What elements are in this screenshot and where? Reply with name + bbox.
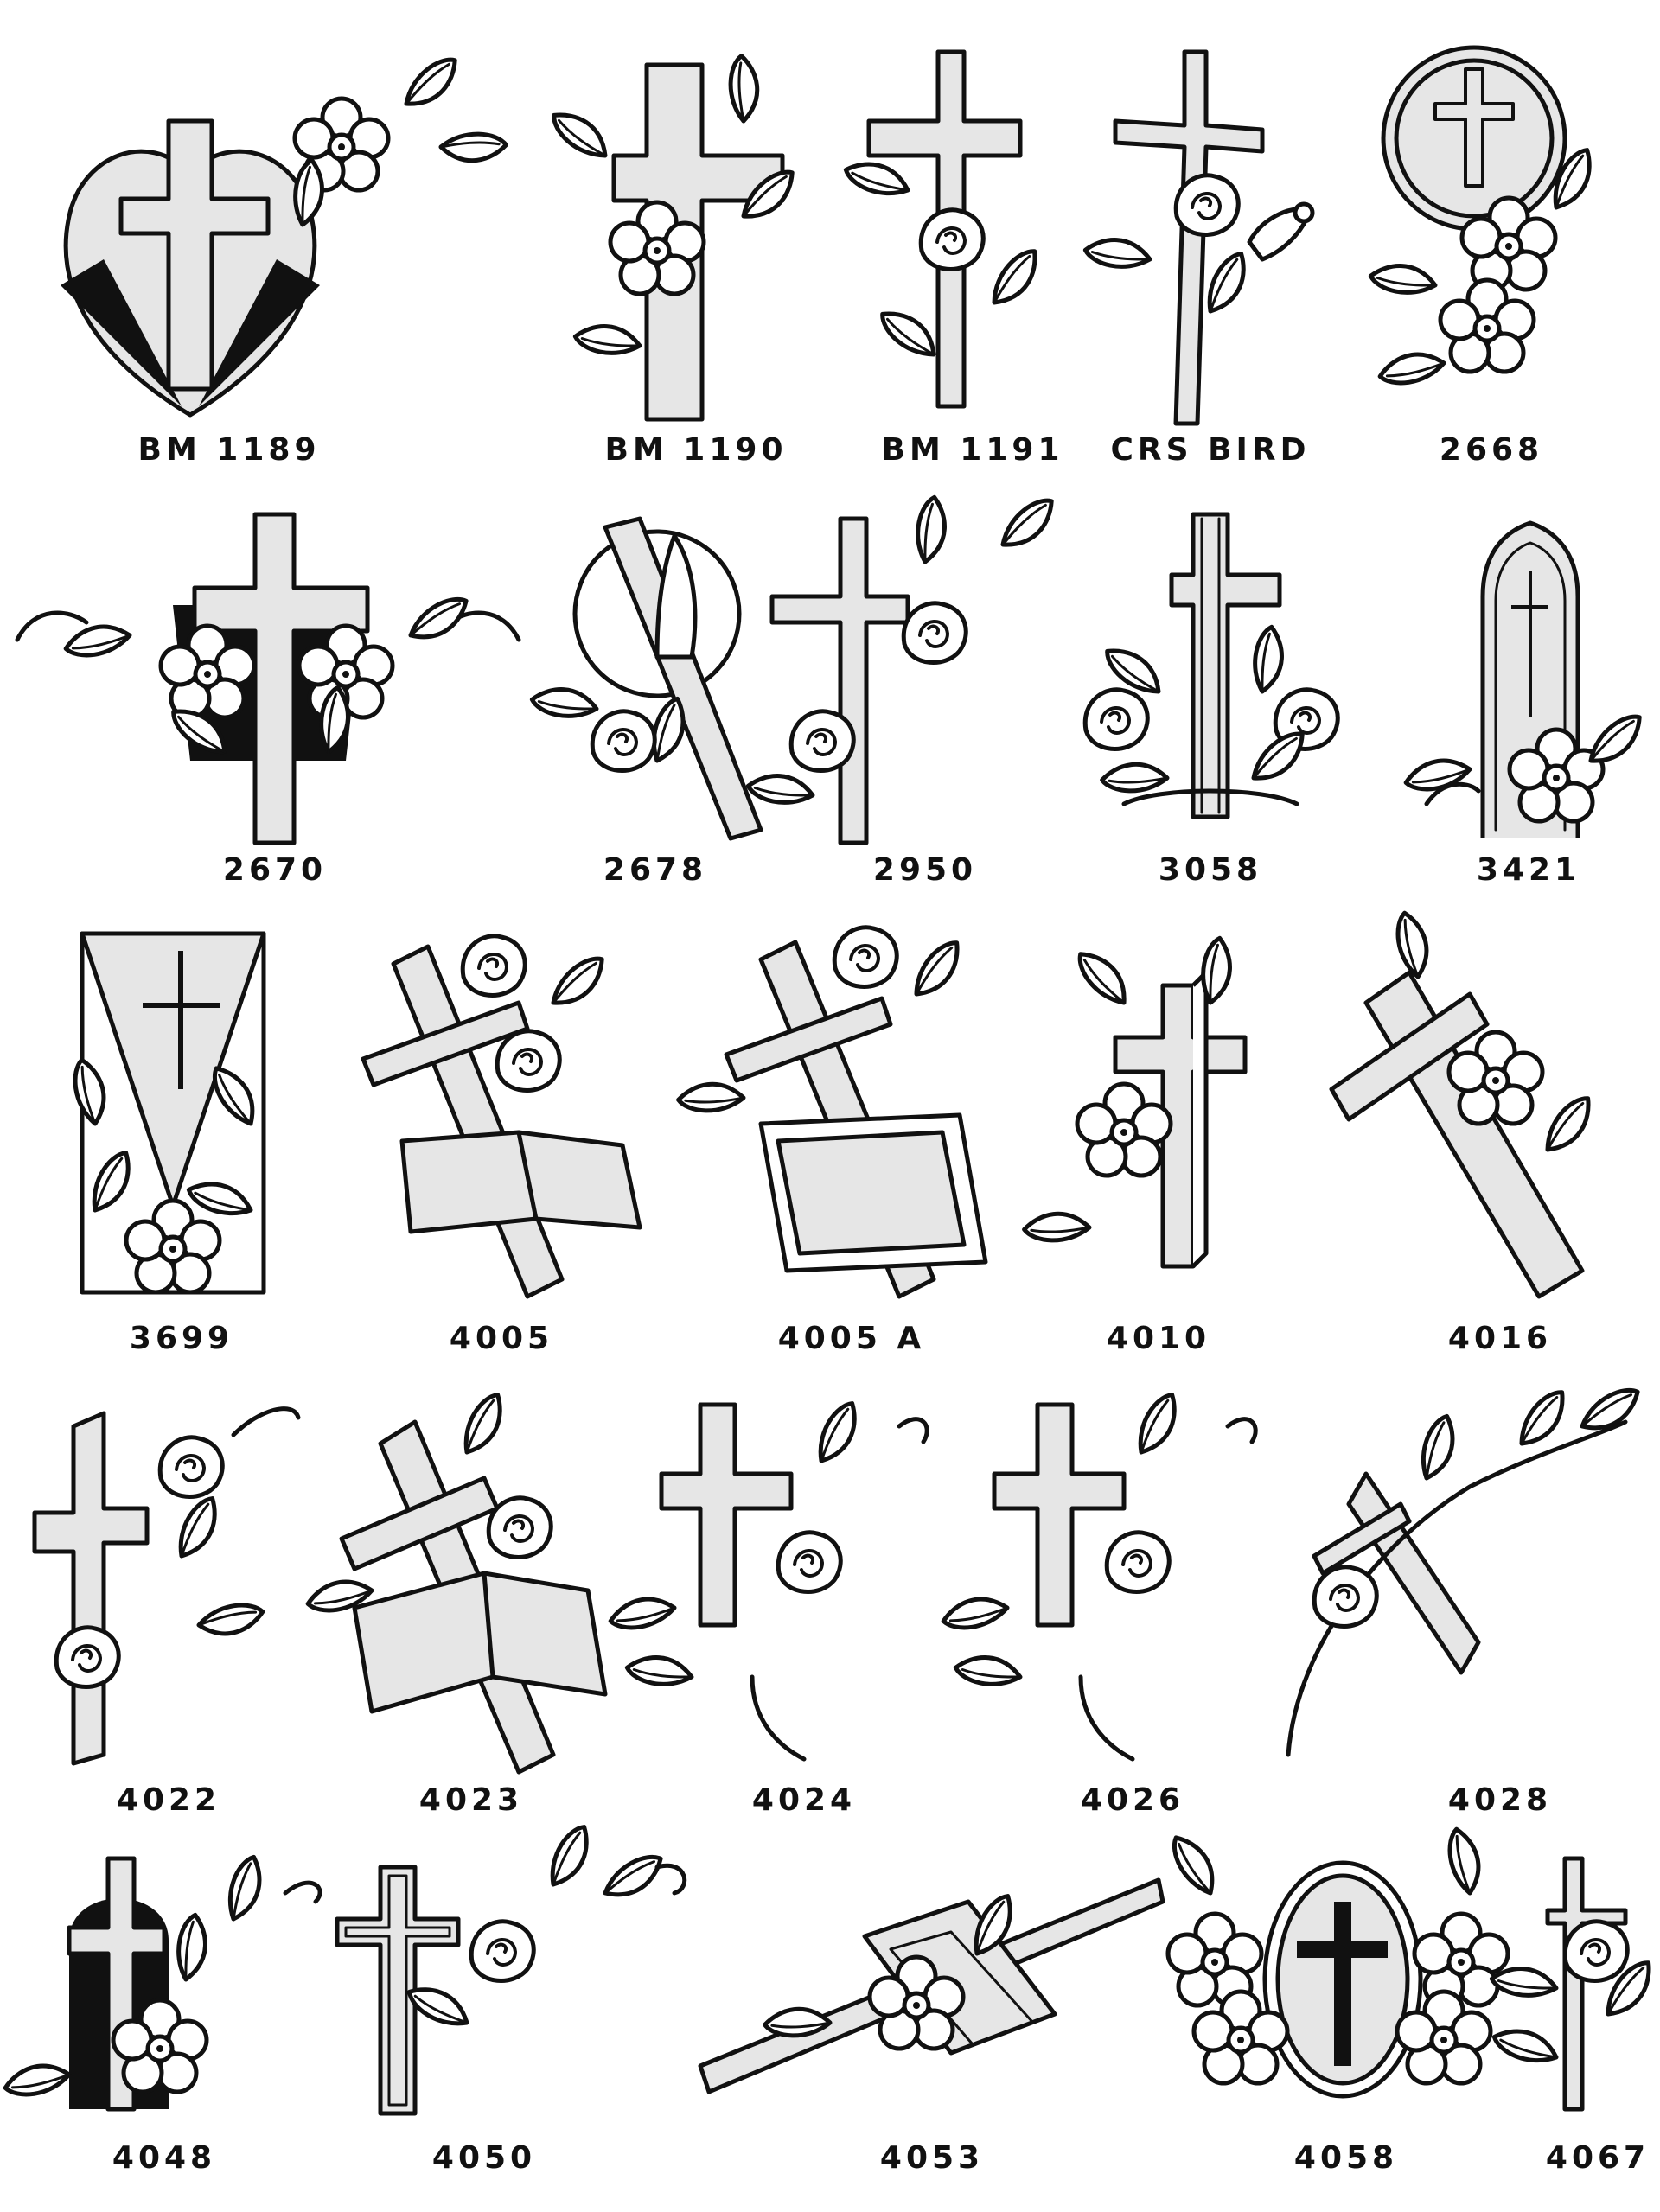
emblem-4026: 4026: [942, 1392, 1258, 1818]
code-label: BM 1191: [882, 432, 1064, 468]
emblem-3058: 3058: [1085, 512, 1338, 888]
code-label: 4016: [1448, 1321, 1552, 1356]
emblem-4022: 4022: [32, 1406, 301, 1818]
emblem-2678: 2678: [530, 516, 763, 888]
emblem-4005-a: 4005 A: [677, 928, 988, 1356]
code-label: CRS BIRD: [1110, 432, 1310, 468]
code-label: BM 1190: [605, 432, 788, 468]
emblem-4010: 4010: [1023, 936, 1248, 1356]
emblem-4024: 4024: [610, 1400, 929, 1818]
emblem-4053: 4053: [698, 1877, 1165, 2176]
emblem-4048: 4048: [4, 1855, 322, 2176]
emblem-4005: 4005: [361, 936, 642, 1356]
code-label: 4010: [1107, 1321, 1210, 1356]
code-label: 2950: [873, 852, 977, 888]
code-label: 4022: [117, 1782, 220, 1818]
emblem-2670: 2670: [15, 512, 521, 888]
code-label: 4058: [1294, 2140, 1398, 2176]
emblem-4028: 4028: [1286, 1388, 1643, 1818]
code-label: 4050: [432, 2140, 536, 2176]
code-label: 2678: [603, 852, 707, 888]
emblem-crs-bird: CRS BIRD: [1083, 49, 1315, 468]
code-label: 4026: [1081, 1782, 1184, 1818]
code-label: 3699: [130, 1321, 233, 1356]
code-label: 4023: [419, 1782, 523, 1818]
code-label: 2670: [223, 852, 327, 888]
emblem-bm-1189: BM 1189: [61, 57, 508, 468]
code-label: 4048: [112, 2140, 216, 2176]
code-label: 4053: [880, 2140, 984, 2176]
emblem-2950: 2950: [746, 495, 1061, 888]
emblem-4058: 4058: [1168, 1828, 1508, 2176]
emblem-4050: 4050: [335, 1824, 687, 2176]
code-label: 3421: [1477, 852, 1580, 888]
code-label: 4067: [1546, 2140, 1650, 2176]
code-label: 3058: [1159, 852, 1262, 888]
emblem-4016: 4016: [1329, 912, 1602, 1356]
emblem-2668: 2668: [1369, 45, 1606, 468]
code-label: 4024: [752, 1782, 856, 1818]
emblem-4023: 4023: [307, 1392, 608, 1818]
code-label: BM 1189: [138, 432, 321, 468]
emblem-3421: 3421: [1405, 520, 1649, 888]
code-label: 4028: [1448, 1782, 1552, 1818]
emblem-bm-1190: BM 1190: [551, 54, 801, 468]
emblem-bm-1191: BM 1191: [844, 49, 1064, 468]
emblem-4067: 4067: [1490, 1856, 1660, 2176]
emblem-3699: 3699: [67, 931, 266, 1356]
code-label: 2668: [1440, 432, 1543, 468]
code-label: 4005 A: [778, 1321, 926, 1356]
code-label: 4005: [450, 1321, 553, 1356]
